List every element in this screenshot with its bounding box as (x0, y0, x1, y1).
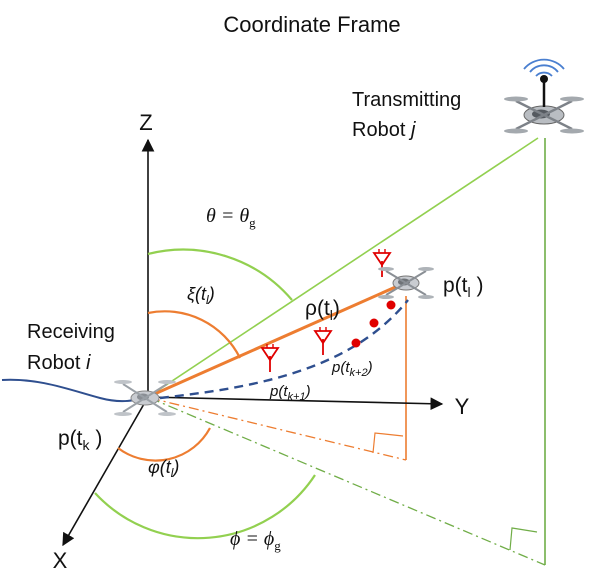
receiving-drone-icon (114, 380, 176, 416)
receiver-label-line1: Receiving (27, 321, 115, 343)
x-axis-label: X (53, 548, 68, 573)
p-tl-label: p(tl ) (443, 274, 483, 300)
transmitting-drone-icon (504, 75, 584, 134)
x-axis (62, 396, 149, 547)
p-tk1-label: p(tk+1) (269, 383, 311, 403)
past-trajectory (1, 378, 143, 402)
transmitter-ground-projection (149, 397, 546, 566)
rho-label: ρ(tl) (305, 297, 340, 323)
p-tk-label: p(tk ) (58, 427, 102, 453)
transmitter-label-line1: Transmitting (352, 89, 461, 111)
target-ground-projection (149, 397, 407, 461)
wireless-signal-icon (523, 58, 565, 77)
trajectory-point (386, 300, 396, 310)
theta-arc (147, 248, 293, 301)
transmitter-right-angle (509, 527, 538, 551)
diagram-title: Coordinate Frame (223, 12, 400, 37)
xi-arc (147, 310, 241, 359)
antenna-icon (313, 327, 333, 355)
y-axis-label: Y (455, 394, 470, 419)
predicted-trajectory (159, 299, 409, 400)
xi-label: ξ(tl) (187, 284, 215, 307)
target-drone-icon (378, 267, 434, 299)
transmitter-label-line2: Robot j (352, 119, 416, 141)
z-axis-label: Z (139, 110, 152, 135)
rho-distance-line (149, 283, 401, 398)
line-of-sight-line (147, 137, 539, 398)
trajectory-point (369, 318, 379, 328)
y-axis (147, 396, 444, 411)
phi-label: ϕ = ϕg (230, 528, 281, 553)
trajectory-point (351, 338, 361, 348)
vphi-arc (117, 427, 211, 462)
theta-label: θ = θg (206, 205, 256, 230)
phi-arc (94, 474, 316, 540)
receiver-label-line2: Robot i (27, 352, 91, 374)
vphi-label: φ(tl) (148, 457, 179, 480)
antenna-icon (260, 344, 280, 372)
target-right-angle (372, 432, 404, 454)
p-tk2-label: p(tk+2) (331, 359, 373, 379)
